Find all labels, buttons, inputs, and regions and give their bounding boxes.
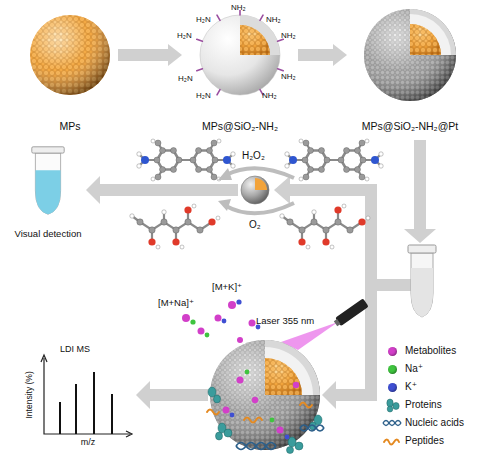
core-cut [265,358,302,395]
coated-sphere: MPs@SiO₂-NH₂ [185,10,295,138]
proteins [208,387,322,454]
spectrum-arrow [150,389,208,401]
legend-text: Na⁺ [405,363,423,375]
legend-swatch [388,347,397,356]
protein-icon [387,399,399,412]
process-arrow [298,44,347,66]
node-label: MPs@SiO₂-NH₂@Pt [350,120,470,132]
product-molecule [130,204,220,249]
detection-arrow [100,184,238,196]
annotation-label: H₂N [196,15,211,24]
arrow-head [322,381,336,409]
arc-head [218,199,231,211]
arrow-shaft [118,49,168,61]
node-graphic [197,9,283,95]
annotation-label: NH₂ [281,72,296,81]
nucleic-acids [236,425,324,450]
tmb [285,139,383,181]
legend-swatch [388,383,397,392]
peptides [207,403,312,423]
node-label: Visual detection [8,229,88,240]
arrow-head [136,381,150,409]
annotation-label: NH₂ [231,3,246,12]
cycle-arc [226,168,294,178]
annotation-label: Laser 355 nm [256,316,314,327]
node-label: Intensity (%) [25,360,35,430]
annotation-label: H₂N [177,31,192,40]
annotation-label: H₂O₂ [242,150,265,162]
down-arrow [404,140,436,243]
annotation-label: H₂N [178,74,193,83]
node-graphic [32,147,64,215]
laser-tip [334,319,341,326]
sample-tube [408,245,436,317]
catalysis-arrow [290,184,377,196]
oxidized-tmb [137,139,235,181]
annotation-label: [M+Na]⁺ [158,298,194,309]
substrate-molecule [280,204,370,249]
node-graphic [30,15,110,95]
sodium-ions [190,319,274,422]
node-shape [360,5,460,105]
pt-particles [210,340,320,450]
annotation-label: [M+K]⁺ [212,282,242,293]
process-arrow [118,44,182,66]
pt-sphere: MPs@SiO₂-NH₂@Pt [350,10,470,138]
node-label: MPs@SiO₂-NH₂ [185,120,295,132]
detection-tube: Visual detection [8,145,88,245]
arc-head [218,168,232,180]
particle-sphere: MPs [25,10,115,138]
node-label: LDI MS [40,344,110,354]
arrow-head [274,176,290,204]
ldi-particle [210,340,320,450]
legend-text: Nucleic acids [405,417,464,429]
node-graphic [364,9,456,101]
catalyst-core [255,178,267,190]
arrow-head [168,44,182,66]
shell-cut [265,347,313,395]
ms-arrow [336,389,377,401]
pt-shade [210,340,320,450]
tube-body [411,253,433,317]
suspension [411,268,433,317]
node-shape [25,10,115,100]
ldi-ms-chart: LDI MS Intensity (%) m/z [18,340,136,452]
nucleic-icon [383,421,401,426]
node-label: m/z [68,437,108,447]
annotation-label: NH₂ [281,31,296,40]
pt-body [210,340,320,450]
peptide-icon [384,440,399,445]
arrow-head [333,44,347,66]
annotation-label: H₂N [196,91,211,100]
laser-body [335,298,369,326]
node-shape [30,145,66,217]
core-particles [265,358,302,395]
cycle-arc [226,203,294,213]
arrow-shaft [298,49,333,61]
node-shape [18,340,136,452]
legend-text: Peptides [405,435,444,447]
tube-cap [408,245,436,253]
node-graphic [41,355,132,437]
arrow-head [86,176,100,204]
laser-pointer [333,298,369,327]
legend-text: Proteins [405,399,442,411]
annotation-label: NH₂ [266,15,281,24]
annotation-label: NH₂ [262,91,277,100]
annotation-label: O₂ [249,219,261,231]
legend-text: K⁺ [405,381,417,393]
pt-cut [265,340,320,395]
node-label: MPs [25,120,115,132]
catalyst-icon [241,176,269,204]
legend-text: Metabolites [405,345,456,357]
legend-swatch [388,365,397,374]
